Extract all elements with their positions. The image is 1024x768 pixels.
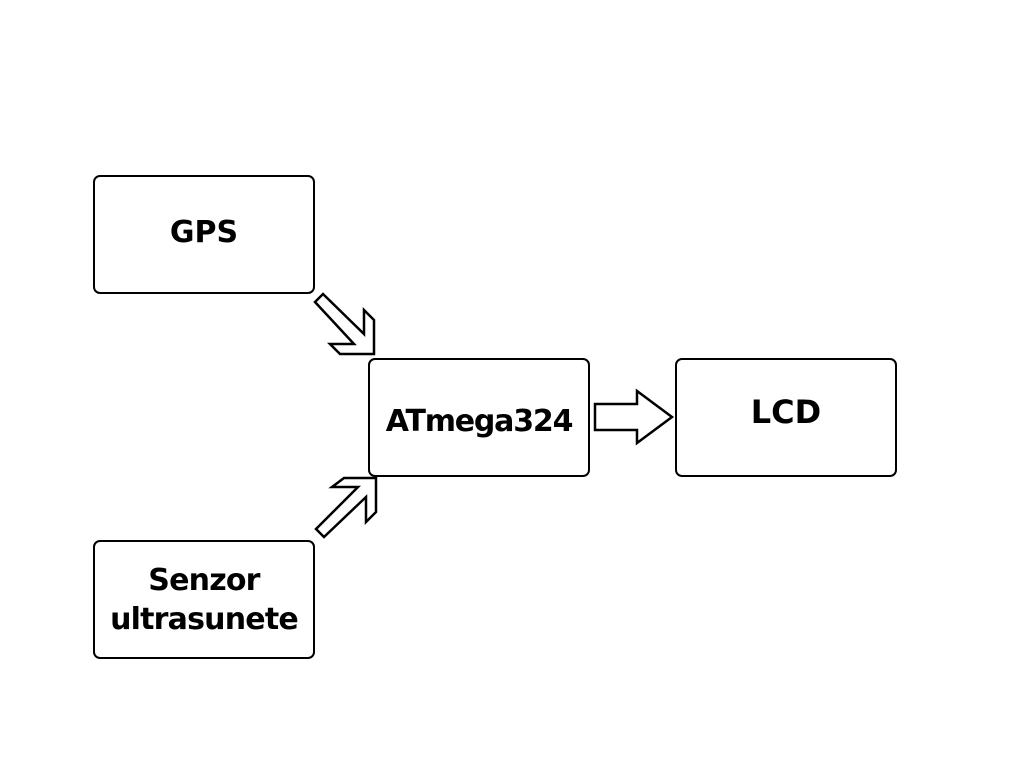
lcd-label: LCD bbox=[750, 392, 822, 431]
sensor-label-line2: ultrasunete bbox=[110, 601, 299, 637]
gps-block: GPS bbox=[93, 175, 315, 294]
ultrasonic-sensor-block: Senzor ultrasunete bbox=[93, 540, 315, 659]
mcu-label: ATmega324 bbox=[385, 404, 574, 439]
lcd-block: LCD bbox=[675, 358, 897, 477]
arrow-mcu-to-lcd bbox=[593, 388, 675, 446]
arrow-gps-to-mcu bbox=[313, 292, 376, 356]
atmega324-block: ATmega324 bbox=[368, 358, 590, 477]
arrow-sensor-to-mcu bbox=[314, 476, 378, 539]
sensor-label-line1: Senzor bbox=[148, 562, 260, 598]
gps-label: GPS bbox=[169, 215, 239, 250]
